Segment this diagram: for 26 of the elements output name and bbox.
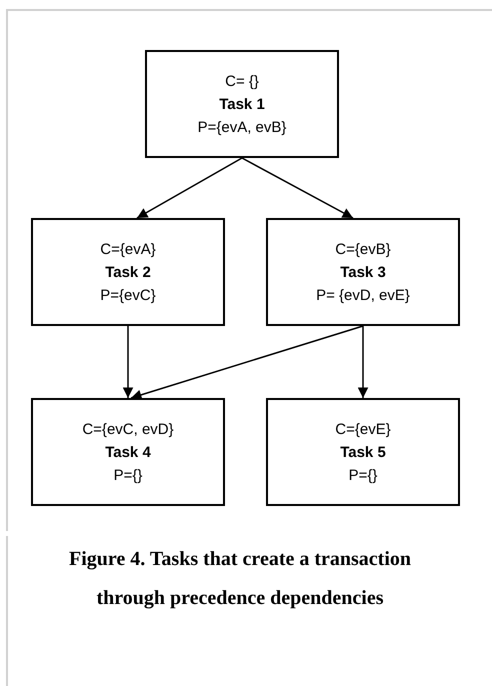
task-box — [145, 50, 339, 158]
event-set: C= {} — [225, 72, 259, 90]
arrow — [130, 325, 364, 400]
event-set: C={evA} — [100, 240, 156, 258]
task-box — [266, 218, 460, 326]
event-set: C={evE} — [335, 420, 391, 438]
event-set: C={evB} — [335, 240, 391, 258]
arrow — [358, 326, 368, 398]
task-name: Task 3 — [340, 262, 386, 282]
arrow — [122, 326, 134, 398]
event-set: P={evC} — [100, 286, 156, 304]
figure-caption: Figure 4. Tasks that create a transaction through precedence dependencies — [68, 547, 412, 611]
task-name: Task 2 — [105, 262, 151, 282]
task-box — [31, 398, 225, 506]
event-set: C={evC, evD} — [82, 420, 174, 438]
event-set: P={evA, evB} — [198, 118, 286, 136]
task-name: Task 4 — [105, 442, 151, 462]
arrow — [136, 157, 242, 219]
event-set: P={} — [348, 466, 378, 484]
event-set: P= {evD, evE} — [316, 286, 410, 304]
task-box — [31, 218, 225, 326]
task-name: Task 5 — [340, 442, 386, 462]
task-box — [266, 398, 460, 506]
event-set: P={} — [114, 466, 142, 484]
task-name: Task 1 — [219, 94, 265, 114]
arrow — [242, 157, 354, 219]
